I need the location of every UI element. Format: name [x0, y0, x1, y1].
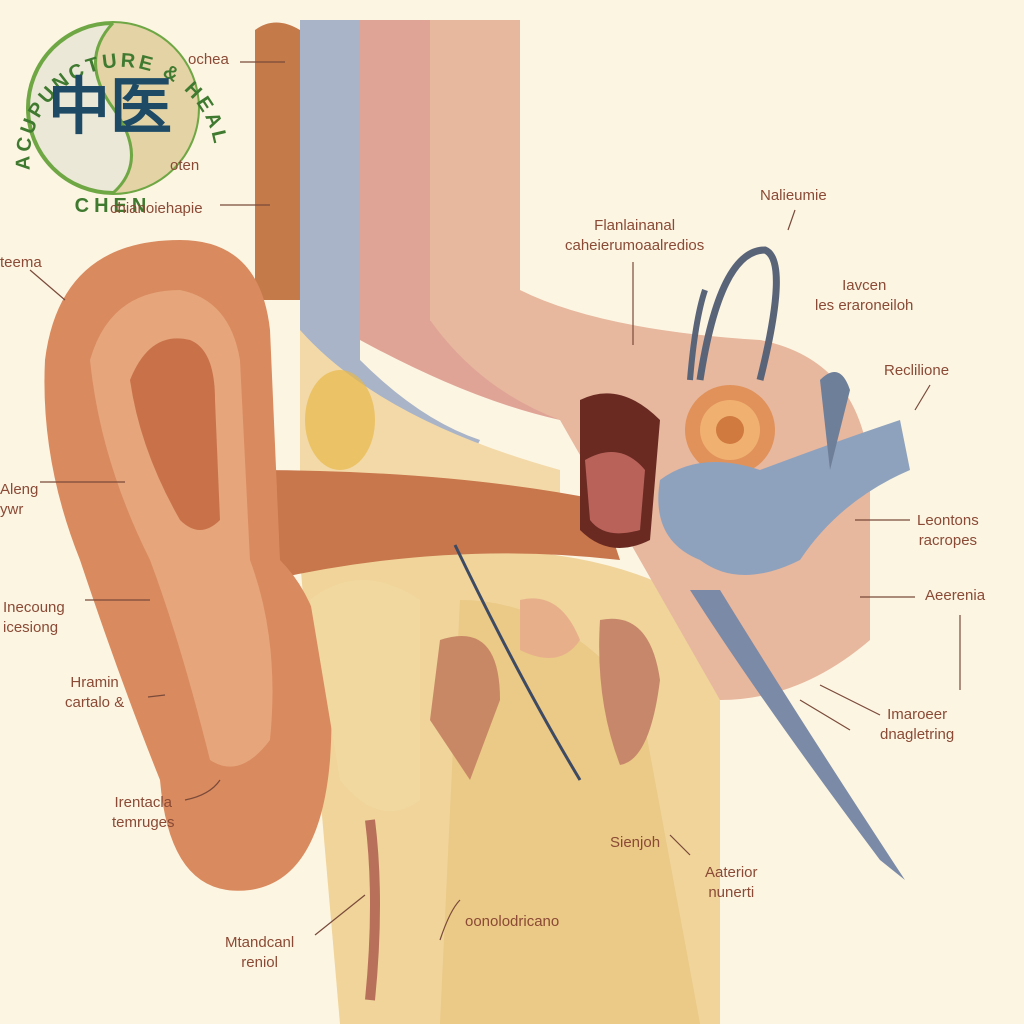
- label-irentacla: Irentacla temruges: [112, 794, 175, 831]
- label-aaterior: Aaterior nunerti: [705, 864, 758, 901]
- ear-canal: [250, 470, 620, 580]
- label-sienjoh: Sienjoh: [610, 834, 661, 851]
- label-reclilione: Reclilione: [884, 362, 950, 379]
- auditory-nerve: [658, 420, 910, 575]
- logo-bottom-text: CHEN: [75, 195, 152, 217]
- label-chianoiehapie: chianoiehapie: [110, 200, 203, 217]
- eustachian-tube: [690, 590, 905, 880]
- bone-layer-blue: [300, 20, 480, 460]
- label-inecoung: Inecoung icesiong: [3, 599, 65, 636]
- label-oonolodricano: oonolodricano: [465, 913, 560, 930]
- label-teema: teema: [0, 254, 42, 271]
- outer-cartilage-column: [255, 22, 310, 300]
- label-hramin: Hramin cartalo &: [65, 674, 125, 711]
- label-aleng: Aleng ywr: [0, 481, 39, 518]
- logo-emblem: ACUPUNCTURE & HEALTH CENTER CHEN 中医: [0, 0, 228, 217]
- label-ochea: ochea: [188, 51, 229, 68]
- leader-lines: [29, 61, 961, 941]
- label-flanlainanal: Flanlainanal caheierumoaalredios: [565, 217, 705, 254]
- label-mtandcanl: Mtandcanl reniol: [225, 934, 295, 971]
- label-iavcen: Iavcen les eraroneiloh: [815, 277, 914, 314]
- label-aeerenia: Aeerenia: [925, 587, 986, 604]
- logo: ACUPUNCTURE & HEALTH CENTER CHEN 中医: [0, 0, 230, 230]
- bone-layer-pink: [360, 20, 560, 420]
- label-oten: oten: [170, 157, 200, 174]
- label-imaroeer: Imaroeer dnagletring: [880, 706, 955, 743]
- label-leontons: Leontons racropes: [917, 512, 979, 549]
- logo-center-text: 中医: [48, 70, 172, 143]
- label-nalieumie: Nalieumie: [760, 187, 827, 204]
- semicircular-canal: [696, 246, 780, 381]
- ossicles: [585, 452, 645, 534]
